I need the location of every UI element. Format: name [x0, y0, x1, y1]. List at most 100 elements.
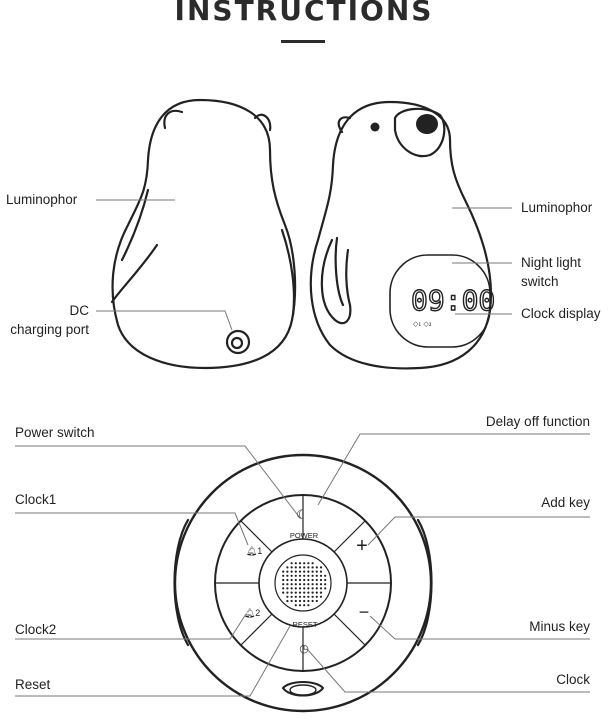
speaker-hole: [286, 599, 289, 603]
clock2-bell-icon[interactable]: 🔔︎2: [243, 608, 261, 618]
speaker-hole: [303, 562, 306, 565]
speaker-hole: [303, 604, 306, 607]
speaker-hole: [282, 591, 285, 594]
clock1-bell-icon[interactable]: 🔔︎1: [245, 546, 263, 556]
speaker-hole: [311, 566, 314, 569]
bear-front-arm-inner: [334, 236, 345, 307]
speaker-hole: [286, 578, 289, 582]
speaker-hole: [315, 574, 318, 577]
page-title: INSTRUCTIONS: [174, 0, 434, 27]
speaker-hole: [298, 566, 302, 569]
base-right-foot: [416, 518, 433, 647]
speaker-hole: [311, 587, 314, 590]
speaker-hole: [315, 599, 318, 603]
speaker-hole: [286, 566, 289, 569]
speaker-hole: [294, 604, 297, 607]
speaker-hole: [307, 595, 310, 598]
bear-back-outline: [111, 98, 297, 370]
speaker-hole: [294, 574, 297, 577]
label-clock1: Clock1: [15, 492, 57, 507]
speaker-hole: [290, 583, 293, 586]
clock-icon[interactable]: ◷: [299, 643, 309, 655]
speaker-hole: [311, 570, 314, 573]
speaker-hole: [298, 591, 302, 594]
speaker-hole: [290, 595, 293, 598]
speaker-hole: [286, 574, 289, 577]
speaker-hole: [315, 583, 318, 586]
bell-icon: 🔔︎: [243, 608, 256, 618]
speaker-hole: [319, 570, 323, 573]
speaker-hole: [307, 599, 310, 603]
label-reset: Reset: [15, 677, 51, 692]
speaker-hole: [307, 587, 310, 590]
bear-back-left-arm: [120, 188, 150, 262]
label-dc-line2: charging port: [10, 322, 89, 337]
speaker-hole: [319, 587, 323, 590]
bear-back-right-ear: [253, 113, 272, 132]
minus-key-button[interactable]: −: [358, 602, 370, 622]
speaker-hole: [294, 566, 297, 569]
clock-display-panel: [389, 254, 491, 348]
speaker-hole: [294, 595, 297, 598]
label-dc-line1: DC: [69, 303, 90, 318]
speaker-hole: [307, 574, 310, 577]
speaker-hole: [303, 591, 306, 594]
speaker-hole: [298, 570, 302, 573]
speaker-hole: [286, 587, 289, 590]
title-underline: [281, 40, 325, 43]
speaker-hole: [307, 566, 310, 569]
speaker-hole: [324, 574, 327, 577]
reset-button-outline: [281, 681, 325, 697]
dc-port-outer: [225, 329, 251, 355]
speaker-hole: [303, 574, 306, 577]
base-left-foot: [173, 518, 190, 647]
bear-front-nose: [416, 114, 438, 134]
label-clock: Clock: [556, 672, 590, 687]
speaker-hole: [303, 570, 306, 573]
bear-front-left-arm: [320, 238, 352, 325]
speaker-hole: [311, 574, 314, 577]
speaker-hole: [307, 604, 310, 607]
speaker-hole: [294, 583, 297, 586]
speaker-hole: [282, 587, 285, 590]
speaker-hole: [307, 570, 310, 573]
speaker-hole: [324, 583, 327, 586]
speaker-hole: [324, 578, 327, 582]
speaker-hole: [311, 562, 314, 565]
speaker-hole: [307, 583, 310, 586]
speaker-hole: [290, 578, 293, 582]
speaker-hole: [294, 570, 297, 573]
speaker-hole: [290, 570, 293, 573]
base-speaker-ring: [274, 554, 332, 612]
base-outer-ring: [173, 453, 433, 713]
speaker-hole: [290, 587, 293, 590]
label-night-line2: switch: [521, 274, 559, 289]
speaker-hole: [282, 574, 285, 577]
bear-back-right-arm: [280, 228, 296, 317]
speaker-hole: [307, 578, 310, 582]
add-key-button[interactable]: +: [356, 535, 368, 557]
speaker-hole: [303, 587, 306, 590]
speaker-hole: [294, 562, 297, 565]
speaker-hole: [298, 583, 302, 586]
reset-text[interactable]: RESET: [292, 620, 318, 629]
moon-icon[interactable]: ☾: [296, 507, 308, 522]
speaker-hole: [290, 566, 293, 569]
label-add-key: Add key: [541, 495, 590, 510]
speaker-hole: [286, 591, 289, 594]
speaker-hole: [294, 599, 297, 603]
speaker-hole: [319, 591, 323, 594]
dc-port-inner: [230, 336, 244, 350]
bear-back-left-ear: [163, 109, 184, 130]
speaker-hole: [290, 591, 293, 594]
speaker-hole: [307, 562, 310, 565]
power-button-text[interactable]: POWER: [289, 531, 319, 540]
speaker-hole: [319, 566, 323, 569]
speaker-hole: [290, 599, 293, 603]
speaker-hole: [324, 587, 327, 590]
speaker-hole: [311, 595, 314, 598]
label-luminophor-left: Luminophor: [6, 192, 78, 207]
label-clock-display: Clock display: [521, 306, 601, 321]
speaker-hole: [303, 583, 306, 586]
speaker-hole: [298, 587, 302, 590]
